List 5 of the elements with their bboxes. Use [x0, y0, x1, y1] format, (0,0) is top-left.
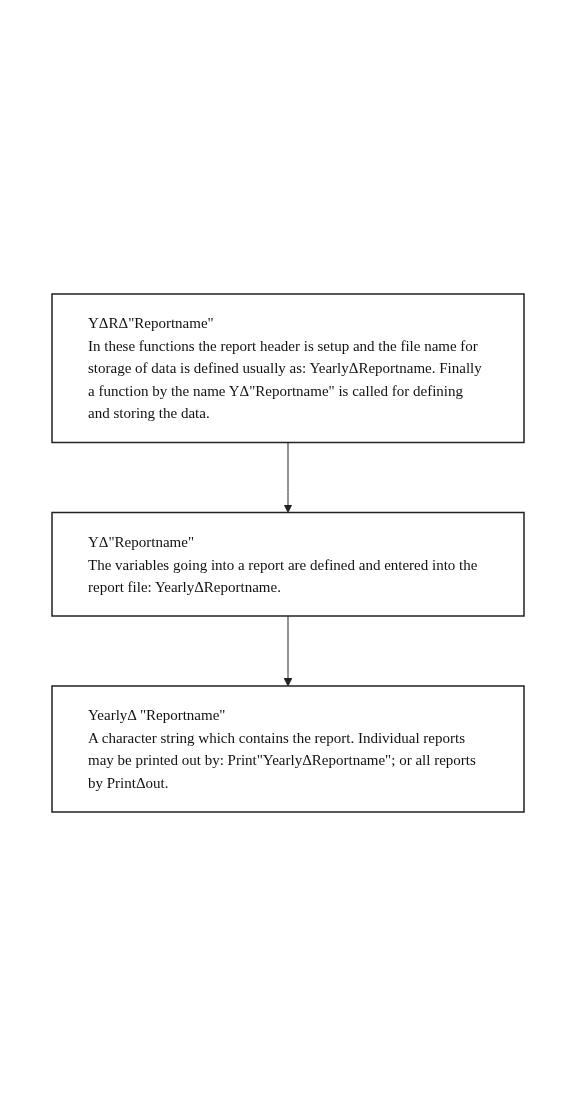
node-box: YΔ"Reportname" The variables going into a report are defined and entered into the report file: YearlyΔReportname. — [51, 511, 525, 617]
arrow — [283, 441, 293, 513]
node-box: YearlyΔ "Reportname" A character string which contains the report. Individual reports may be printed out by: Print"YearlyΔReportname"; or all reports by PrintΔout. — [51, 684, 525, 813]
node-box: YΔRΔ"Reportname" In these functions the report header is setup and the file name for storage of data is defined usually as: YearlyΔReportname. Finally a function by the name YΔ"Reportname" is called for defining and storing the data. — [51, 292, 525, 443]
arrow — [283, 615, 293, 686]
